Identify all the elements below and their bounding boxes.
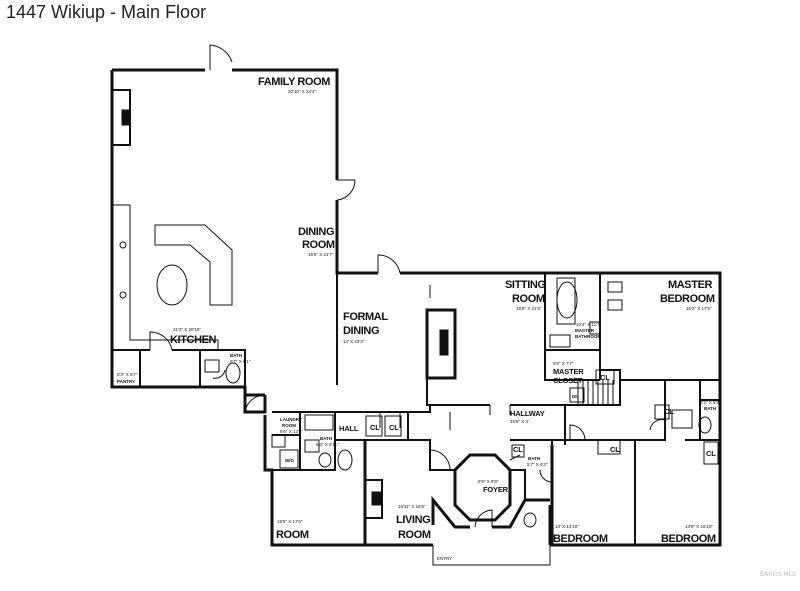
laundry-label-1: LAUNDRY <box>280 417 302 422</box>
master-bedroom-dim: 16'2" X 17'5" <box>686 306 712 311</box>
foyer-dim: 9'8" X 9'8" <box>478 479 499 484</box>
room-label: ROOM <box>276 529 309 541</box>
bath-bedroom-label: BATH <box>704 406 716 411</box>
bedroom-1-dim: 13' X 14'10" <box>555 524 579 529</box>
bath-bedroom-dim: 8'2" X 6'8" <box>700 400 721 405</box>
kitchen-dim: 21'3" X 20'16" <box>173 327 201 332</box>
family-room-dim: 20'10" X 24'4" <box>288 89 316 94</box>
master-bath-label-2: BATHROOM <box>575 334 601 339</box>
sitting-room-dim: 16'8" X 21'5" <box>516 306 542 311</box>
closet-label: CL <box>664 407 674 416</box>
master-bedroom-label-2: BEDROOM <box>660 293 715 305</box>
bath-kitchen-dim: 6'7" X 6'1" <box>230 359 251 364</box>
master-closet-label-1: MASTER <box>553 367 584 376</box>
dining-room-label-2: ROOM <box>302 239 335 251</box>
fixtures <box>112 89 719 566</box>
family-room-label: FAMILY ROOM <box>258 76 330 88</box>
living-room-label-1: LIVING <box>396 514 430 526</box>
closet-label: CL <box>389 423 399 432</box>
laundry-dim: 8'6" X 13'6" <box>280 429 303 434</box>
down-label: DN <box>572 394 579 399</box>
formal-dining-dim: 14' X 23'3" <box>343 339 365 344</box>
formal-dining-label-1: FORMAL <box>343 311 388 323</box>
master-closet-dim: 5'8" X 7'7" <box>553 361 574 366</box>
pantry-label: PANTRY <box>117 379 135 384</box>
master-bath-label-1: MASTER <box>575 328 595 333</box>
bath-kitchen-label: BATH <box>230 353 242 358</box>
living-room-label-2: ROOM <box>398 529 431 541</box>
bedroom-1-label: BEDROOM <box>553 533 608 545</box>
small-labels: CL CL CL CL CL CL CL W/D DN <box>285 373 716 463</box>
sitting-room-label-2: ROOM <box>512 293 545 305</box>
exterior-walls <box>110 68 722 547</box>
master-bedroom-label-1: MASTER <box>668 279 713 291</box>
pantry-dim: 5'3" X 6'7" <box>117 372 138 377</box>
bath-foyer-dim: 5'7" X 6'3" <box>527 462 548 467</box>
hallway-dim: 45'6" X 4' <box>510 419 529 424</box>
foyer-label: FOYER <box>483 485 509 494</box>
sitting-room-label-1: SITTING <box>505 279 546 291</box>
room-labels: FAMILY ROOM 20'10" X 24'4" DINING ROOM 1… <box>117 76 721 561</box>
bath-hall-label: BATH <box>320 436 332 441</box>
kitchen-label: KITCHEN <box>170 334 217 346</box>
bath-foyer-label: BATH <box>528 456 540 461</box>
mls-watermark: BAREIS MLS <box>760 571 796 578</box>
room-dim: 15'5" X 17'6" <box>277 519 303 524</box>
dining-room-label-1: DINING <box>298 226 334 238</box>
living-room-dim: 16'11" X 16'6" <box>398 504 426 509</box>
closet-label: CL <box>610 445 620 454</box>
formal-dining-label-2: DINING <box>343 325 379 337</box>
bath-hall-dim: 5'4" X 8'11" <box>316 442 339 447</box>
closet-label: CL <box>370 423 380 432</box>
entry-label: ENTRY <box>437 556 452 561</box>
bedroom-2-label: BEDROOM <box>661 533 716 545</box>
washer-dryer-label: W/D <box>285 458 294 463</box>
floor-plan-title: 1447 Wikiup - Main Floor <box>6 2 207 22</box>
doors <box>149 44 666 528</box>
master-bath-dim: 10'4" X 11'7" <box>576 322 601 327</box>
dining-room-dim: 16'8" X 21'7" <box>308 252 334 257</box>
laundry-label-2: ROOM <box>282 423 296 428</box>
hall-label: HALL <box>339 424 359 433</box>
bedroom-2-dim: 13'9" X 16'10" <box>685 524 713 529</box>
closet-label: CL <box>600 373 610 382</box>
interior-walls <box>112 273 720 545</box>
hallway-label: HALLWAY <box>510 409 545 418</box>
master-closet-label-2: CLOSET <box>553 376 583 385</box>
closet-label: CL <box>706 449 716 458</box>
closet-label: CL <box>513 445 523 454</box>
